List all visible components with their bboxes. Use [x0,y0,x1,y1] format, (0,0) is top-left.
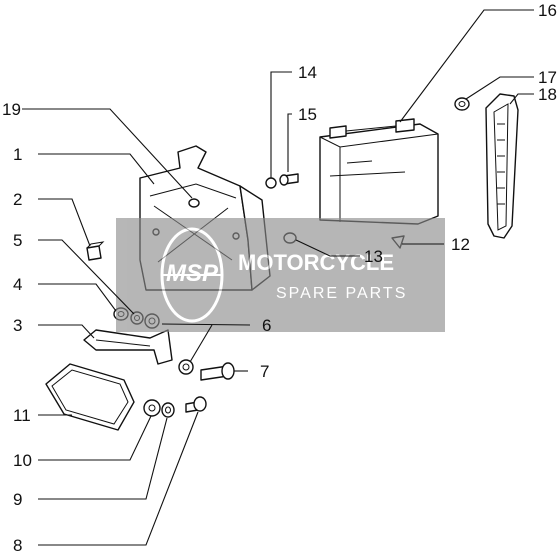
nut-9 [161,402,175,418]
screw-8 [185,396,207,413]
bolt-7 [200,362,235,381]
watermark: MSP MOTORCYCLE SPARE PARTS [116,218,445,332]
watermark-line1: MOTORCYCLE [238,250,394,275]
callout-17: 17 [538,68,557,87]
screw-15 [279,173,299,186]
callout-16: 16 [538,1,557,20]
watermark-line2: SPARE PARTS [276,285,407,302]
battery [319,118,439,225]
callout-5: 5 [13,231,22,250]
callout-3: 3 [13,316,22,335]
bracket [83,329,173,365]
callout-14: 14 [298,63,317,82]
rubber-pad [86,241,105,261]
callout-12: 12 [451,235,470,254]
callout-11: 11 [13,406,31,425]
callout-2: 2 [13,190,22,209]
battery-strap [485,93,519,239]
callout-7: 7 [260,362,269,381]
callout-13: 13 [364,247,383,266]
washer-10 [143,399,161,417]
callout-15: 15 [298,105,317,124]
callout-8: 8 [13,536,22,552]
washer-6b [178,359,194,375]
callout-1: 1 [13,145,22,164]
callout-9: 9 [13,490,22,509]
callout-4: 4 [13,275,22,294]
nut-14 [265,177,277,189]
callout-10: 10 [13,451,32,470]
callout-19: 19 [2,100,21,119]
leader-lines [22,9,534,546]
watermark-logo-text: MSP [166,260,219,287]
callout-18: 18 [538,85,557,104]
cover [45,363,135,431]
msp-logo: MSP [160,227,224,323]
callout-6: 6 [262,316,271,335]
nut-17 [454,97,470,111]
